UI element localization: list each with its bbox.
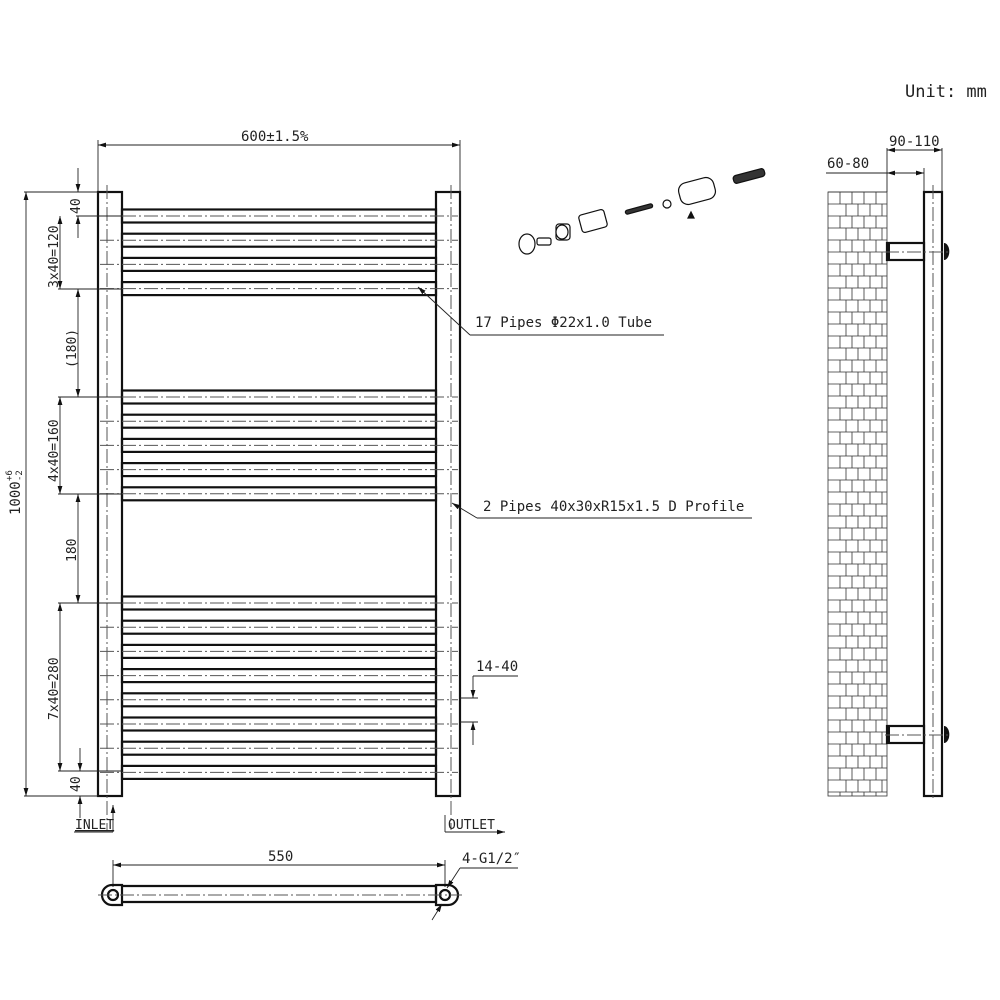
wall-depth-dimension: 60-80 <box>827 156 869 172</box>
projection-dimension: 90-110 <box>889 134 940 150</box>
profile-callout: 2 Pipes 40x30xR15x1.5 D Profile <box>483 499 744 515</box>
horizontal-tube-bars <box>100 208 458 781</box>
wood-screw-icon <box>624 203 654 215</box>
svg-text:40: 40 <box>69 776 84 792</box>
outlet-label: OUTLET <box>448 818 495 833</box>
bracket-sleeve-icon <box>578 209 608 233</box>
svg-text:4x40=160: 4x40=160 <box>47 419 62 482</box>
cap-icon <box>518 233 536 255</box>
front-view: 600±1.5% 1000 +6 -2 40 3x40=120 (180) 4 <box>5 129 752 835</box>
svg-text:(180): (180) <box>65 329 80 368</box>
bottom-view: 550 4-G1/2″ <box>98 849 521 921</box>
wall-bricks <box>827 191 888 797</box>
set-screw-icon <box>687 210 695 219</box>
side-view: 90-110 60-80 <box>826 134 950 800</box>
svg-text:-2: -2 <box>15 470 25 481</box>
screw-icon <box>536 237 552 246</box>
cover-tube-icon <box>677 176 717 206</box>
center-distance-dimension: 550 <box>268 849 293 865</box>
tube-callout: 17 Pipes Φ22x1.0 Tube <box>475 315 652 331</box>
wall-gap-dimension: 14-40 <box>476 659 518 675</box>
thread-label: 4-G1/2″ <box>462 851 521 867</box>
mounting-kit-exploded-view <box>518 168 766 255</box>
unit-label: Unit: mm <box>905 82 987 102</box>
height-dimension: 1000 <box>8 481 24 515</box>
svg-text:7x40=280: 7x40=280 <box>47 657 62 720</box>
width-dimension: 600±1.5% <box>241 129 309 145</box>
svg-text:3x40=120: 3x40=120 <box>47 225 62 288</box>
svg-text:180: 180 <box>65 539 80 562</box>
inlet-label: INLET <box>75 818 114 833</box>
wall-plug-icon <box>732 168 766 184</box>
svg-text:+6: +6 <box>5 470 15 481</box>
svg-text:40: 40 <box>69 198 84 214</box>
washer-icon <box>662 199 672 209</box>
